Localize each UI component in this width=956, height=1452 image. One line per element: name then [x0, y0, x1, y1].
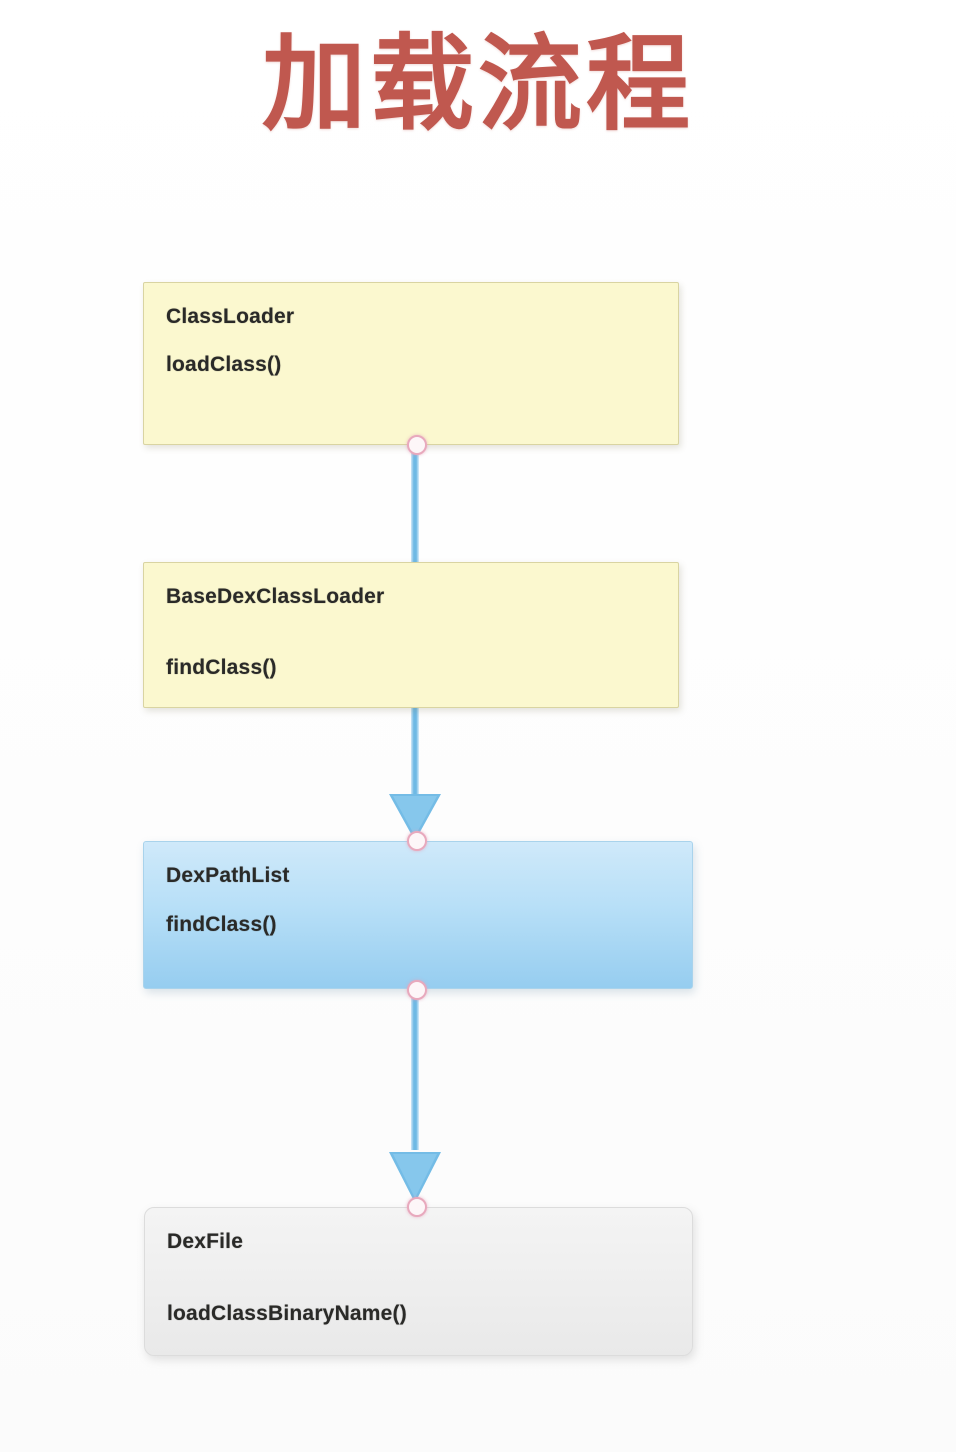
node-basedexclassloader-class-name: BaseDexClassLoader [166, 585, 385, 608]
node-dexfile-method: loadClassBinaryName() [167, 1302, 407, 1325]
node-dexfile-class-name: DexFile [167, 1230, 244, 1253]
port-dexpathlist-top [407, 831, 427, 851]
node-basedexclassloader[interactable]: BaseDexClassLoader findClass() [143, 562, 679, 708]
node-dexpathlist[interactable]: DexPathList findClass() [143, 841, 693, 989]
page-title: 加载流程 [261, 23, 694, 145]
node-dexpathlist-method: findClass() [166, 913, 277, 936]
node-dexpathlist-class-name: DexPathList [166, 864, 290, 887]
node-basedexclassloader-method: findClass() [166, 656, 277, 679]
node-classloader-class-name: ClassLoader [166, 305, 295, 328]
node-classloader[interactable]: ClassLoader loadClass() [143, 282, 679, 445]
port-dexfile-top [407, 1197, 427, 1217]
node-dexfile[interactable]: DexFile loadClassBinaryName() [144, 1207, 693, 1356]
port-classloader-bottom [407, 435, 427, 455]
node-classloader-method: loadClass() [166, 353, 282, 376]
port-dexpathlist-bottom [407, 980, 427, 1000]
